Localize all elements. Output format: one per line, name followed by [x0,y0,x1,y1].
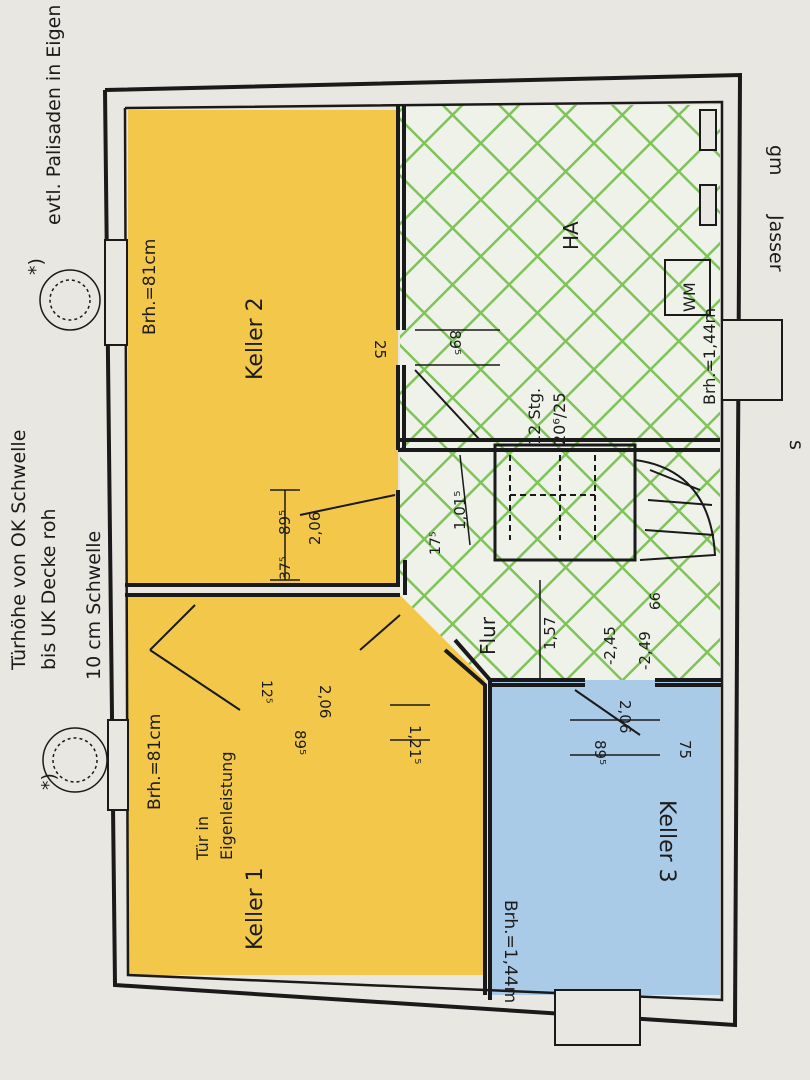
dim-stair-offset: 17⁵ [428,532,444,555]
window-label-keller1: Brh.=81cm [145,714,165,810]
edge-text-2: Jasser [765,214,787,272]
margin-note-door-height-2: bis UK Decke roh [38,508,60,670]
room-label-keller2: Keller 2 [243,297,268,380]
dim-level-b: -2,49 [636,631,654,670]
outer-walls [103,72,743,1028]
dim-wall-k2: 25 [371,340,389,359]
appliance-label-wm: WM [680,282,699,312]
interior-walls [125,105,722,1000]
window-label-keller2: Brh.=81cm [140,239,160,335]
door-note-keller1-2: Eigenleistung [217,752,236,860]
staircase [493,443,717,562]
room-label-flur: Flur [476,616,500,655]
openings [104,109,783,1046]
room-label-keller3: Keller 3 [654,800,679,883]
room-ha-flur [400,105,720,680]
dim-k3-wall: 75 [676,740,694,759]
edge-text-3: s [785,440,807,450]
margin-note-door-height-1: Türhöhe von OK Schwelle [8,430,30,671]
dim-flur-width: 1,57 [541,617,559,650]
room-label-ha: HA [559,221,583,250]
palisade-mark-2: *) [38,773,60,790]
window-label-keller3: Brh.=1,44m [500,900,520,1003]
dimension-labels: 89⁵ 2,06 37⁵ 25 89⁵ 89⁵ 2,06 12⁵ 1,21⁵ 1… [258,330,694,765]
dim-ha-door-width: 89⁵ [446,330,464,355]
palisade-cluster-bottom [42,727,108,793]
dim-k2-door-offset: 37⁵ [278,557,294,580]
palisade-cluster-top [39,269,101,331]
dim-k3-door-width: 89⁵ [591,740,609,765]
room-keller3 [490,680,720,995]
room-keller2 [128,110,398,585]
door-swings [149,369,641,736]
dim-level-c: 66 [648,592,664,610]
door-note-keller1-1: Tür in [193,816,212,861]
dim-k3-door-height: 2,06 [616,700,634,733]
palisade-mark: *) [25,258,47,275]
dim-k1-door-offset: 12⁵ [258,680,274,703]
margin-note-sill: 10 cm Schwelle [83,531,105,680]
dim-flur-wall: 1,21⁵ [406,725,424,764]
dimension-lines [270,329,660,756]
palisade-note: evtl. Palisaden in Eigen [43,5,65,225]
dim-k1-door-width: 89⁵ [291,730,309,755]
stair-rise-run-label: 20⁶/25 [550,392,569,445]
room-keller1 [128,595,485,975]
window-label-ha: Brh.=1,44m [700,308,719,405]
washing-machine-box [664,259,711,316]
dim-k2-door-height: 2,06 [306,512,324,545]
room-label-keller1: Keller 1 [243,867,268,950]
dim-level-a: -2,45 [601,626,619,665]
edge-text-1: gm [765,145,787,176]
dim-k1-door-height: 2,06 [316,685,334,718]
stair-steps-label: 12 Stg. [525,388,544,445]
